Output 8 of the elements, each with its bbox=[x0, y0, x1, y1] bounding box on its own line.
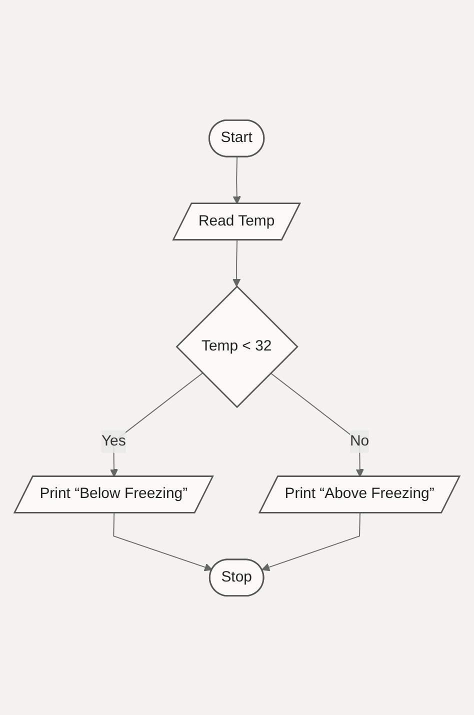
node-diamond: Temp < 32 bbox=[176, 284, 298, 408]
edge-label: Yes bbox=[101, 432, 126, 449]
arrow bbox=[270, 372, 364, 477]
arrow bbox=[262, 512, 360, 571]
arrow bbox=[113, 512, 213, 571]
arrow bbox=[232, 239, 241, 286]
arrow bbox=[232, 156, 242, 204]
edge-label: No bbox=[350, 432, 370, 449]
